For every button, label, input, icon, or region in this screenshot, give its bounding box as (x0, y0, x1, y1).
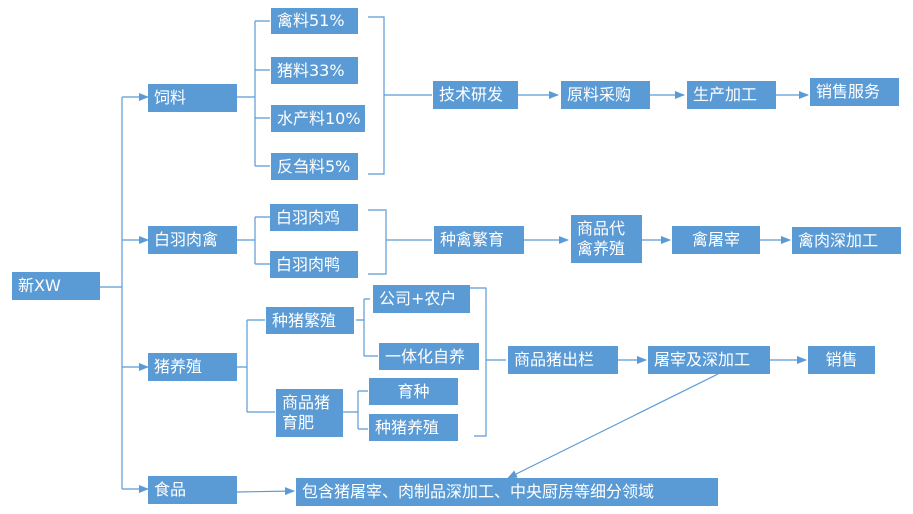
slaughter-to-food-arrow (507, 373, 719, 479)
pig-chain-sales: 销售 (808, 346, 875, 374)
pig-chain-market: 商品猪出栏 (508, 346, 618, 374)
category-broiler: 白羽肉禽 (148, 226, 237, 254)
broiler-type-chicken: 白羽肉鸡 (270, 204, 358, 231)
pig-fattening-node: 商品猪 育肥 (276, 389, 343, 437)
category-pig: 猪养殖 (148, 353, 237, 381)
food-arrow (236, 487, 295, 496)
fattening-bracket (343, 390, 368, 430)
pig-breeding-mode-contract: 公司+农户 (373, 285, 470, 313)
broiler-bracket (237, 216, 270, 265)
feed-chain-production: 生产加工 (687, 81, 776, 109)
feed-type-ruminant: 反刍料5% (271, 153, 358, 180)
broiler-chain-processing: 禽肉深加工 (792, 227, 901, 254)
food-description: 包含猪屠宰、肉制品深加工、中央厨房等细分领域 (296, 478, 718, 506)
pig-chain-slaughter: 屠宰及深加工 (648, 346, 770, 374)
pig-breeding-mode-integrated: 一体化自养 (379, 343, 479, 370)
broiler-chain-breeding: 种禽繁育 (434, 226, 524, 254)
pig-modes-bracket (470, 287, 506, 437)
broiler-type-duck: 白羽肉鸭 (270, 251, 358, 278)
category-feed: 饲料 (148, 84, 237, 112)
feed-type-poultry: 禽料51% (271, 8, 358, 34)
broiler-types-bracket (368, 209, 432, 275)
feed-type-aqua: 水产料10% (271, 105, 365, 132)
root-node: 新XW (12, 272, 100, 300)
pig-bracket (237, 319, 275, 413)
breeding-bracket (356, 298, 378, 357)
broiler-chain-farming: 商品代 禽养殖 (571, 215, 642, 263)
pig-fattening-mode-sow: 种猪养殖 (369, 414, 458, 441)
feed-chain-rnd: 技术研发 (433, 81, 518, 109)
feed-bracket (237, 20, 270, 167)
broiler-chain-slaughter: 禽屠宰 (672, 226, 760, 254)
pig-breeding-node: 种猪繁殖 (266, 307, 354, 334)
feed-chain-procurement: 原料采购 (561, 81, 650, 109)
feed-chain-sales: 销售服务 (810, 78, 899, 106)
category-food: 食品 (148, 476, 237, 504)
pig-fattening-mode-breeding: 育种 (369, 378, 458, 405)
feed-types-bracket (368, 16, 432, 175)
feed-type-pig: 猪料33% (271, 57, 358, 84)
